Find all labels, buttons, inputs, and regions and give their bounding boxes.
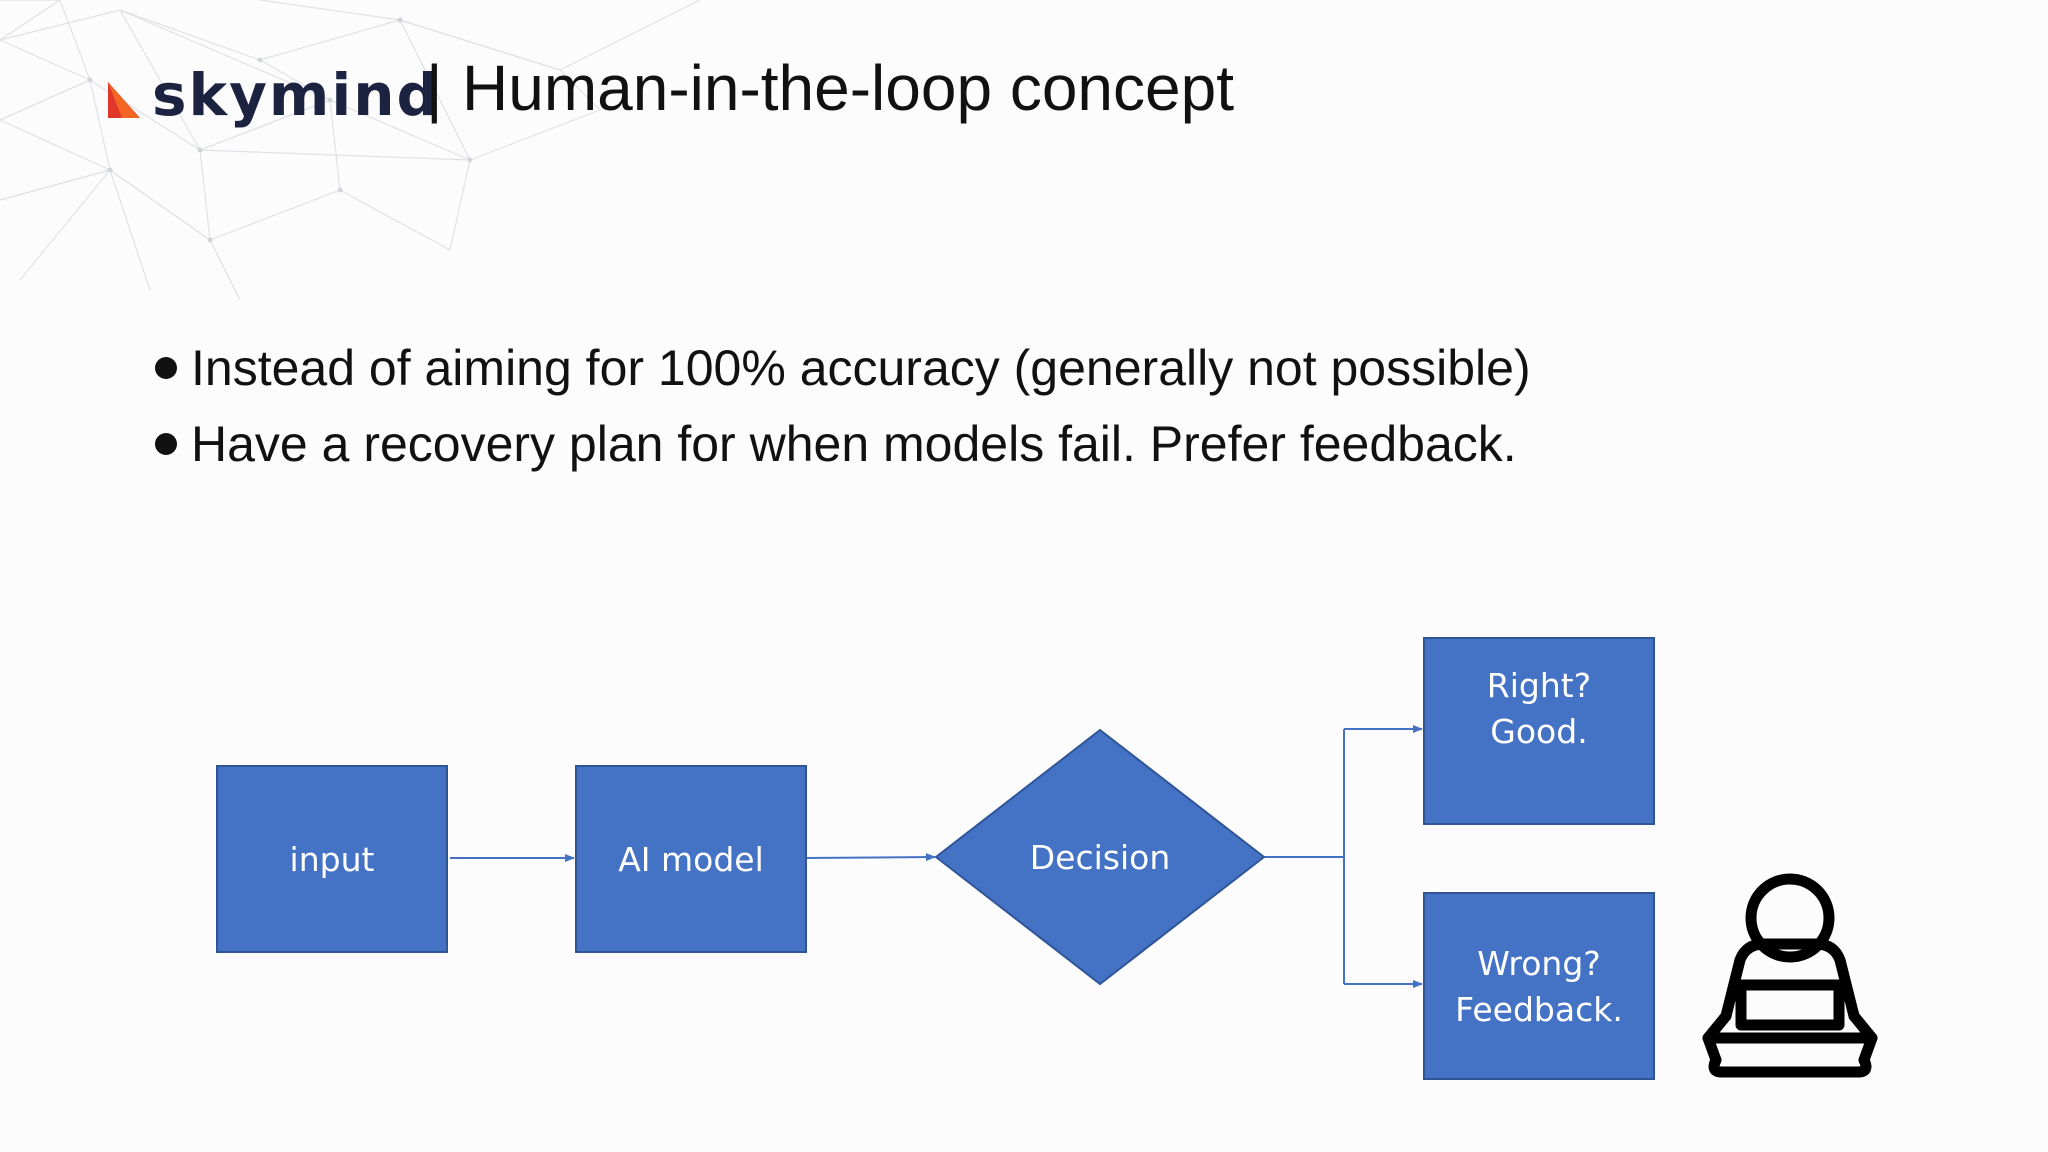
wrong-node: Wrong? Feedback. bbox=[1423, 892, 1655, 1080]
right-label-line2: Good. bbox=[1490, 712, 1587, 751]
bullet-text: Have a recovery plan for when models fai… bbox=[191, 416, 1517, 472]
person-at-laptop-icon bbox=[1702, 873, 1878, 1078]
bullet-dot-icon bbox=[155, 433, 177, 455]
ai-model-label: AI model bbox=[618, 840, 764, 879]
bullet-item: Have a recovery plan for when models fai… bbox=[155, 406, 1531, 482]
decision-label: Decision bbox=[1030, 838, 1171, 877]
input-node: input bbox=[216, 765, 448, 953]
bullet-dot-icon bbox=[155, 357, 177, 379]
logo-text: skymind bbox=[152, 61, 441, 129]
skymind-logo-icon bbox=[108, 82, 140, 118]
ai-model-node: AI model bbox=[575, 765, 807, 953]
input-label: input bbox=[290, 840, 375, 879]
right-node: Right? Good. bbox=[1423, 637, 1655, 825]
skymind-logo: skymind bbox=[108, 66, 440, 130]
right-label-line1: Right? bbox=[1487, 666, 1591, 705]
page-title: Human-in-the-loop concept bbox=[462, 52, 1234, 124]
arrow-model-to-decision bbox=[805, 853, 936, 862]
bullet-list: Instead of aiming for 100% accuracy (gen… bbox=[155, 330, 1531, 482]
wrong-label-line1: Wrong? bbox=[1477, 944, 1601, 983]
bullet-text: Instead of aiming for 100% accuracy (gen… bbox=[191, 340, 1531, 396]
wrong-label-line2: Feedback. bbox=[1455, 990, 1623, 1029]
background-mesh bbox=[0, 0, 701, 300]
decision-node: Decision bbox=[934, 728, 1266, 986]
bullet-item: Instead of aiming for 100% accuracy (gen… bbox=[155, 330, 1531, 406]
title-separator: | bbox=[426, 52, 443, 124]
